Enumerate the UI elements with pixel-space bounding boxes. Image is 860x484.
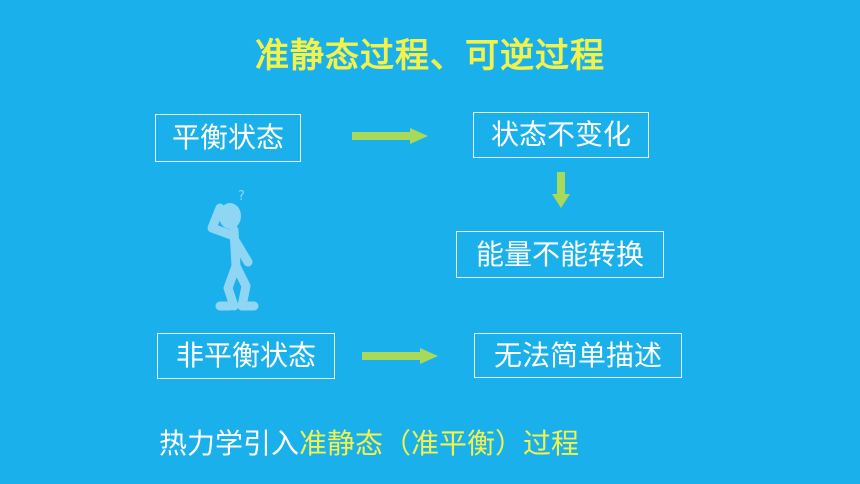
node-non-equilibrium: 非平衡状态	[157, 333, 335, 379]
right-arrow-icon	[362, 348, 438, 364]
node-state-unchanged: 状态不变化	[473, 112, 649, 158]
question-mark: ?	[238, 189, 245, 204]
term-quasi-static: 准静态	[299, 427, 384, 460]
thinking-person-icon: ?	[207, 189, 259, 311]
bottom-prefix: 热力学引入	[159, 427, 300, 460]
right-arrow-icon	[352, 128, 428, 144]
bottom-statement: 热力学引入准静态（准平衡）过程	[159, 422, 579, 462]
slide-title: 准静态过程、可逆过程	[255, 36, 605, 76]
term-quasi-equilibrium: （准平衡）	[383, 427, 524, 460]
node-cannot-describe: 无法简单描述	[474, 333, 682, 378]
node-equilibrium: 平衡状态	[155, 114, 301, 162]
term-process: 过程	[523, 427, 580, 460]
down-arrow-icon	[552, 172, 570, 208]
node-energy-no-conversion: 能量不能转换	[456, 231, 664, 278]
